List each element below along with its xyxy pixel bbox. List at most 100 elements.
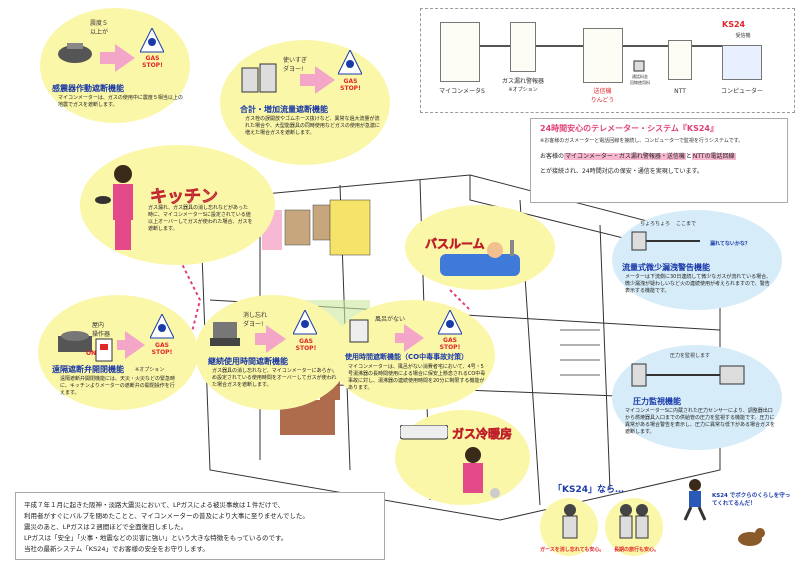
arrow-head-co [404,324,424,352]
mascot-icon-4 [292,308,318,336]
continuous-label: 消し忘れ ダヨー! [243,312,268,328]
footer-line-3: 震災のあと、LPガスは２週間ほどで全面復旧しました。 [24,523,188,531]
air-conditioner-icon [399,424,449,441]
arrow-head-continuous [266,325,286,353]
trickle-label-2: ここまで [676,221,697,227]
heating-title: ガス冷暖房 [452,427,513,442]
bubble-trickle [612,210,782,310]
device-computer-label: コンピューター [720,88,763,95]
promo-circle-2 [605,498,663,556]
device-transmitter-label: 送信機 りんどう [590,88,615,104]
water-heater-icon [348,318,370,344]
mascot-icon-5 [437,308,463,336]
promo-slogan: KS24 でボクらのくらしを守ってくれてるんだ！ [712,493,791,507]
pressure-body: マイコンメーターSに内蔵された圧力センサーにより、調整器出口から燃焼器具入口まで… [625,408,776,435]
mascot-icon-2 [337,48,363,76]
pressure-title: 圧力監視機能 [633,397,681,406]
telemeter-dashed-box [420,8,795,113]
bubble-co [330,300,495,410]
telephone-icon [633,58,645,72]
gas-stop-mascot-3: GAS STOP! [151,342,173,356]
travelers-icon [616,502,652,542]
bubble-kitchen [80,145,275,265]
device-alarm [510,22,536,72]
device-transmitter [583,28,623,83]
device-meter [440,22,480,82]
telemeter-line1-hl2: NTTの電話回線 [691,153,736,160]
telemeter-line2: とが接続され、24時間対応の保安・通信を実現しています。 [540,168,703,175]
promo-caption-1: ガースを消し忘れても安心。 [540,547,605,553]
woman-icon [555,502,585,542]
co-body: マイコンメーターは、風呂がない消費者宅において、4号・5号湯沸器の長時間使用によ… [348,364,486,391]
bubble-pressure [612,345,782,450]
pressure-label: 圧力を監視します [670,353,711,359]
trickle-label-3: 漏れてないかな？ [710,241,750,247]
footer-line-2: 利用者がすぐにバルブを閉めたことと、マイコンメーターの普及により大事に至りません… [24,512,309,520]
total-flow-label: 使いすぎ ダヨー! [283,57,308,73]
ks24-promo-title: 「KS24」なら… [553,485,624,495]
promo-caption-2: 長期の旅行も安心。 [614,547,660,553]
footer-line-1: 平成７年１月に起きた阪神・淡路大震災において、LPガスによる被災事故は１件だけで… [24,501,285,509]
trickle-title: 流量式微少漏洩警告機能 [622,263,710,272]
remote-label: 屋内 操作器 [92,322,111,338]
remote-option-tag: ※オプション [135,367,165,373]
gas-stop-mascot-2: GAS STOP! [340,78,361,92]
trickle-body: メーターは下流側に30日連続して微少なガスが流れている場合、微少漏洩が疑わしいな… [625,274,772,294]
total-flow-body: ガス栓の誤開放やゴムホース抜けなど、異常な過大流量が流れた場合や、大型能器具の同… [245,116,380,136]
arrow-co [395,333,405,343]
seismic-title: 感震器作動遮断機能 [52,84,124,93]
footer-line-4: LPガスは「安全」「火事・地震などの災害に強い」という大きな特徴をもっているので… [24,534,288,542]
telemeter-heading: 24時間安心のテレメーター・システム『KS24』 [540,124,718,133]
device-ntt-label: NTT [674,88,686,95]
pot-on-stove-icon [210,318,240,346]
receiver-label: 受信機 [735,33,751,39]
mascot-icon-1 [139,26,165,54]
bubble-total-flow [220,40,390,165]
arrow-seismic [100,52,116,64]
gas-stop-mascot-5: GAS STOP! [439,337,461,351]
footer-box [15,492,385,560]
kitchen-title: キッチン [150,187,219,208]
telemeter-note: ※お客様のガスメーターと電話回線を接続し、コンピューターで監視を行うシステムです… [540,138,744,144]
continuous-title: 継続使用時間遮断機能 [208,357,288,366]
telemeter-line1-hl: マイコンメーター・ガス漏れ警報器・送信機 [564,153,686,160]
seismic-label: 震度５ 以上が [90,20,109,36]
gas-pipe-icon [630,228,700,253]
remote-controller-icon [95,338,113,362]
footer-line-5: 当社の最新システム「KS24」でお客様の安全をお守りします。 [24,545,209,553]
arrow-remote [117,340,127,350]
mascot-icon-3 [149,312,175,340]
arrow-head-remote [125,331,145,359]
arrow-head-seismic [115,44,135,72]
device-meter-label: マイコンメータS [439,88,485,95]
co-title: 使用時間遮断機能（CO中毒事故対策） [345,353,469,361]
telemeter-info-box [530,118,788,203]
kitchen-body: ガス漏れ、ガス器具の消し忘れなどがあった時に、マイコンメーターSに設定されている… [148,205,253,232]
co-label: 風呂がない [375,316,406,323]
gas-appliances-icon [240,60,280,95]
continuous-body: ガス器具の消し忘れなど、マイコンメーターにあらかじめ設定されている使用時間をオー… [212,368,337,388]
gas-stop-mascot-1: GAS STOP! [142,55,163,69]
telemeter-line1-mid: と [685,153,692,160]
remote-title: 遠隔遮断弁開閉機能 [52,365,124,374]
ks24-badge: KS24 [722,20,746,29]
bathtub-icon [440,240,520,278]
device-alarm-sub: ※オプション [508,87,538,93]
seismic-body: マイコンメーターは、ガスの使用中に震度５相当以上の地震でガスを遮断します。 [58,95,183,108]
trickle-label-1: ちょろちょろ [640,221,671,227]
on-label: ON [86,350,97,357]
device-computer [722,45,762,80]
dog-icon [735,525,765,550]
gas-stop-mascot-4: GAS STOP! [295,338,317,352]
stove-icon [58,330,92,352]
bathroom-title: バスルーム [425,237,485,252]
device-alarm-label: ガス漏れ警報器 [501,78,544,85]
telemeter-line1: お客様のマイコンメーター・ガス漏れ警報器・送信機とNTTの電話回線 [540,151,736,160]
arrow-continuous [255,333,267,345]
running-boy-icon [680,478,710,523]
pressure-device-icon [630,360,750,390]
remote-body: 遠隔遮断弁開閉機能には、天災・火災などの緊急時に、キッチンよりメーターの遮断弁の… [60,376,176,396]
shaking-stove-icon [55,40,95,68]
girl-with-cat-icon [455,445,505,500]
